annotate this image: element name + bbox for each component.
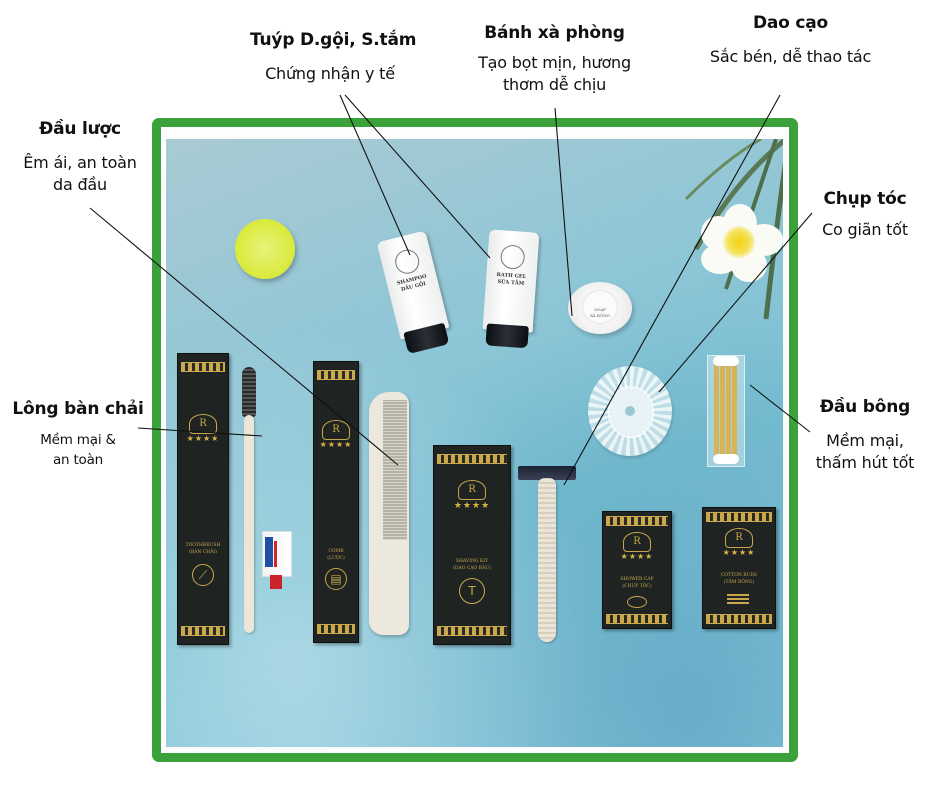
- tube-logo-icon: [392, 247, 422, 277]
- comb-icon: ▤: [325, 568, 347, 590]
- comb-box: R ★★★★ COMB(LƯỢC) ▤: [313, 361, 359, 643]
- toothbrush-box: R ★★★★ TOOTHBRUSH(BÀN CHẢI) ⟋: [177, 353, 229, 645]
- tube-cap: [403, 322, 450, 355]
- label-comb-title: Đầu lược: [39, 119, 121, 139]
- label-cotton-buds: Đầu bông Mềm mại, thấm hút tốt: [800, 396, 930, 474]
- plumeria-flower: [701, 204, 783, 284]
- shaving-kit-box: R ★★★★ SHAVING KIT(DAO CẠO RÂU) T: [433, 445, 511, 645]
- label-cotton-buds-desc-2: thấm hút tốt: [815, 453, 915, 472]
- label-comb-desc-2: da đầu: [53, 175, 107, 194]
- label-soap: Bánh xà phòng Tạo bọt mịn, hương thơm dễ…: [462, 22, 647, 96]
- label-shower-cap: Chụp tóc Co giãn tốt: [805, 188, 925, 241]
- razor-icon: T: [459, 578, 485, 604]
- label-comb-desc-1: Êm ái, an toàn: [23, 153, 137, 172]
- label-shower-cap-title: Chụp tóc: [823, 189, 907, 209]
- label-cotton-buds-title: Đầu bông: [819, 397, 911, 417]
- label-shower-cap-desc: Co giãn tốt: [822, 220, 908, 239]
- label-cotton-buds-desc-1: Mềm mại,: [826, 431, 904, 450]
- tube-logo-icon: [499, 244, 526, 270]
- label-razor-title: Dao cạo: [752, 13, 828, 33]
- cotton-buds-box: R ★★★★ COTTON BUDS(TĂM BÔNG): [702, 507, 776, 629]
- label-tube-desc: Chứng nhận y tế: [265, 64, 395, 83]
- lemon-slice: [235, 219, 295, 279]
- comb: [369, 392, 409, 635]
- razor: [518, 466, 576, 642]
- tube-cap: [485, 323, 529, 349]
- shower-cap-box: R ★★★★ SHOWER CAP(CHỤP TÓC): [602, 511, 672, 629]
- label-toothbrush-title: Lông bàn chải: [12, 399, 144, 419]
- cotton-buds-pack: [707, 355, 745, 467]
- label-tube-title: Tuýp D.gội, S.tắm: [250, 30, 417, 50]
- label-tube: Tuýp D.gội, S.tắm Chứng nhận y tế: [250, 29, 417, 85]
- label-comb: Đầu lược Êm ái, an toàn da đầu: [10, 118, 150, 196]
- shower-cap-icon: [627, 596, 647, 608]
- toothbrush: [238, 367, 260, 633]
- cotton-buds-icon: [727, 592, 749, 604]
- label-toothbrush-desc-1: Mềm mại &: [40, 432, 116, 448]
- label-razor: Dao cạo Sắc bén, dễ thao tác: [698, 12, 883, 68]
- label-soap-desc-2: thơm dễ chịu: [502, 75, 607, 94]
- label-toothbrush: Lông bàn chải Mềm mại & an toàn: [8, 398, 148, 470]
- soap-bar: SOAP XÀ BÔNG: [568, 282, 632, 334]
- label-razor-desc: Sắc bén, dễ thao tác: [709, 47, 872, 66]
- label-toothbrush-desc-2: an toàn: [52, 452, 104, 468]
- label-soap-title: Bánh xà phòng: [484, 23, 625, 43]
- toothbrush-icon: ⟋: [192, 564, 214, 586]
- toothpaste-tube: [262, 531, 292, 589]
- label-soap-desc-1: Tạo bọt mịn, hương: [478, 53, 631, 72]
- shower-cap: [588, 366, 672, 456]
